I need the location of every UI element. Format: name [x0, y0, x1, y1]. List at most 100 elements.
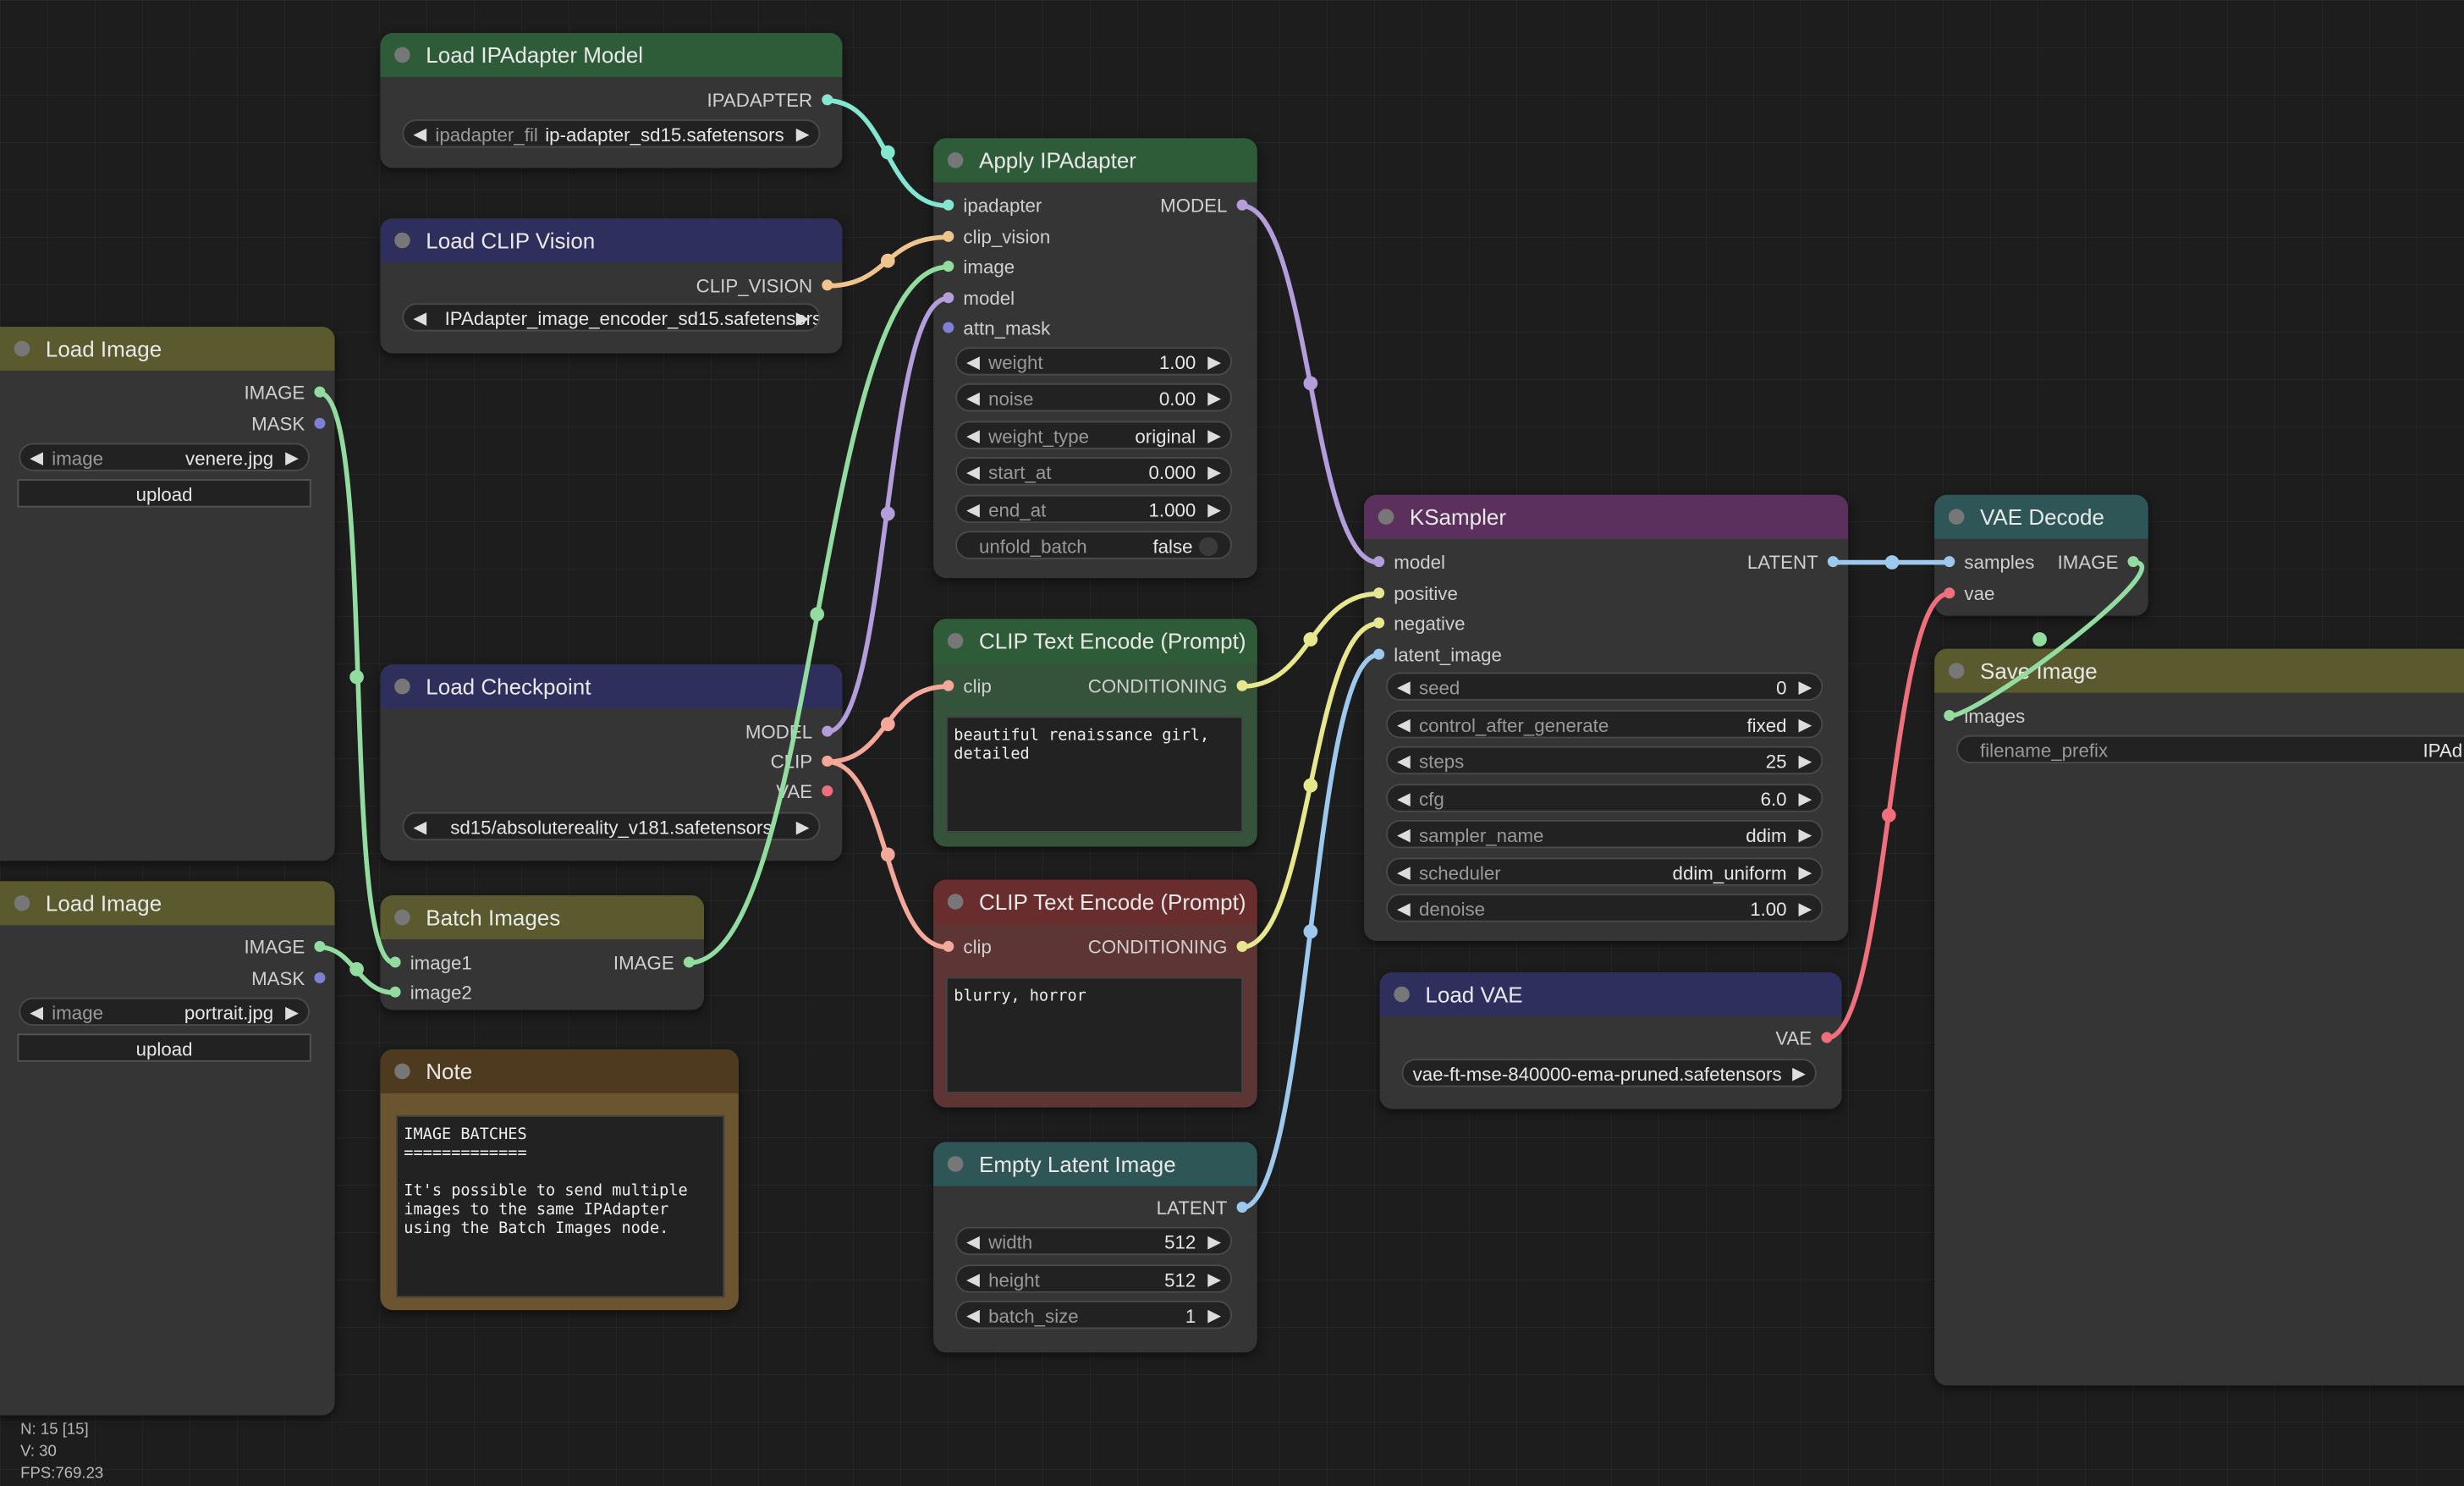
node-batch-images[interactable]: Batch Images image1 IMAGE image2	[380, 895, 705, 1010]
arrow-right-icon[interactable]: ▶	[795, 309, 810, 328]
node-note[interactable]: Note IMAGE BATCHES ============= It's po…	[380, 1048, 739, 1311]
input-samples[interactable]: samples	[1934, 547, 2034, 578]
collapse-dot-icon[interactable]	[394, 909, 410, 926]
input-positive[interactable]: positive	[1364, 578, 1458, 609]
noise-slider[interactable]: ◀ noise 0.00 ▶	[955, 383, 1233, 412]
clip-vision-file-combo[interactable]: ◀ IPAdapter_image_encoder_sd15.safetenso…	[402, 303, 821, 332]
denoise-slider[interactable]: ◀ denoise 1.00 ▶	[1386, 894, 1823, 922]
output-conditioning[interactable]: CONDITIONING	[1088, 671, 1257, 702]
arrow-left-icon[interactable]: ◀	[1397, 678, 1411, 698]
arrow-right-icon[interactable]: ▶	[1207, 1270, 1222, 1290]
image-file-combo[interactable]: ◀ image venere.jpg ▶	[19, 443, 310, 471]
socket-dot-icon[interactable]	[1236, 1202, 1248, 1214]
cfg-slider[interactable]: ◀ cfg 6.0 ▶	[1386, 784, 1823, 812]
arrow-right-icon[interactable]: ▶	[1207, 1307, 1222, 1326]
arrow-left-icon[interactable]: ◀	[966, 353, 980, 372]
seed-slider[interactable]: ◀ seed 0 ▶	[1386, 672, 1823, 701]
collapse-dot-icon[interactable]	[14, 895, 30, 911]
output-vae[interactable]: VAE	[1775, 1022, 1841, 1054]
arrow-left-icon[interactable]: ◀	[966, 463, 980, 482]
collapse-dot-icon[interactable]	[947, 152, 964, 168]
socket-dot-icon[interactable]	[1944, 710, 1955, 722]
arrow-right-icon[interactable]: ▶	[1207, 389, 1222, 409]
socket-dot-icon[interactable]	[1821, 1032, 1833, 1043]
arrow-right-icon[interactable]: ▶	[1798, 900, 1812, 919]
output-mask[interactable]: MASK	[251, 409, 334, 440]
node-empty-latent-image[interactable]: Empty Latent Image LATENT ◀ width 512 ▶ …	[933, 1142, 1257, 1353]
arrow-left-icon[interactable]: ◀	[966, 427, 980, 447]
height-slider[interactable]: ◀ height 512 ▶	[955, 1264, 1233, 1293]
batch-size-slider[interactable]: ◀ batch_size 1 ▶	[955, 1300, 1233, 1329]
prompt-textarea[interactable]: beautiful renaissance girl, detailed	[946, 716, 1244, 833]
upload-button[interactable]: upload	[17, 479, 311, 508]
socket-dot-icon[interactable]	[314, 417, 326, 429]
arrow-left-icon[interactable]: ◀	[966, 389, 980, 409]
arrow-right-icon[interactable]: ▶	[285, 1004, 299, 1023]
socket-dot-icon[interactable]	[1373, 556, 1385, 568]
arrow-left-icon[interactable]: ◀	[966, 1233, 980, 1252]
image-file-combo[interactable]: ◀ image portrait.jpg ▶	[19, 997, 310, 1026]
socket-dot-icon[interactable]	[1236, 680, 1248, 691]
arrow-right-icon[interactable]: ▶	[795, 818, 810, 838]
output-clip-vision[interactable]: CLIP_VISION	[696, 270, 843, 301]
node-header[interactable]: Save Image	[1934, 648, 2464, 693]
socket-dot-icon[interactable]	[1236, 940, 1248, 952]
sampler-name-combo[interactable]: ◀ sampler_name ddim ▶	[1386, 819, 1823, 849]
output-clip[interactable]: CLIP	[771, 746, 843, 778]
end-at-slider[interactable]: ◀ end_at 1.000 ▶	[955, 494, 1233, 524]
socket-dot-icon[interactable]	[822, 725, 833, 737]
arrow-right-icon[interactable]: ▶	[1798, 863, 1812, 883]
input-image2[interactable]: image2	[380, 977, 472, 1009]
arrow-right-icon[interactable]: ▶	[795, 125, 810, 145]
control-after-generate-combo[interactable]: ◀ control_after_generate fixed ▶	[1386, 710, 1823, 739]
output-model[interactable]: MODEL	[745, 716, 843, 747]
arrow-left-icon[interactable]: ◀	[1397, 900, 1411, 919]
collapse-dot-icon[interactable]	[1948, 509, 1965, 525]
socket-dot-icon[interactable]	[1373, 617, 1385, 629]
node-vae-decode[interactable]: VAE Decode samples IMAGE vae	[1934, 494, 2148, 616]
socket-dot-icon[interactable]	[683, 956, 695, 968]
output-vae[interactable]: VAE	[776, 776, 842, 807]
note-textarea[interactable]: IMAGE BATCHES ============= It's possibl…	[396, 1114, 725, 1298]
node-header[interactable]: CLIP Text Encode (Prompt)	[933, 879, 1257, 924]
arrow-left-icon[interactable]: ◀	[413, 818, 427, 838]
filename-prefix-input[interactable]: filename_prefix IPAd	[1956, 735, 2464, 764]
node-header[interactable]: Load Image	[0, 881, 335, 926]
collapse-dot-icon[interactable]	[394, 1063, 410, 1080]
input-clip[interactable]: clip	[933, 932, 992, 963]
node-header[interactable]: Load CLIP Vision	[380, 218, 843, 262]
node-header[interactable]: KSampler	[1364, 494, 1849, 539]
arrow-right-icon[interactable]: ▶	[1207, 353, 1222, 372]
socket-dot-icon[interactable]	[943, 261, 954, 272]
socket-dot-icon[interactable]	[314, 972, 326, 984]
collapse-dot-icon[interactable]	[394, 47, 410, 63]
input-clip[interactable]: clip	[933, 671, 992, 702]
arrow-right-icon[interactable]: ▶	[1792, 1065, 1806, 1084]
upload-button[interactable]: upload	[17, 1033, 311, 1062]
node-header[interactable]: VAE Decode	[1934, 494, 2148, 539]
arrow-left-icon[interactable]: ◀	[413, 125, 427, 145]
node-header[interactable]: Load VAE	[1379, 972, 1842, 1016]
unfold-batch-toggle[interactable]: unfold_batch false	[955, 531, 1233, 559]
node-header[interactable]: CLIP Text Encode (Prompt)	[933, 619, 1257, 663]
node-load-checkpoint[interactable]: Load Checkpoint MODEL CLIP VAE ◀ sd15/ab…	[380, 664, 843, 861]
input-negative[interactable]: negative	[1364, 608, 1466, 639]
input-image1[interactable]: image1	[380, 947, 472, 978]
arrow-left-icon[interactable]: ◀	[1397, 752, 1411, 772]
arrow-right-icon[interactable]: ▶	[1798, 716, 1812, 735]
node-header[interactable]: Note	[380, 1048, 739, 1093]
socket-dot-icon[interactable]	[1373, 648, 1385, 660]
socket-dot-icon[interactable]	[822, 94, 833, 106]
width-slider[interactable]: ◀ width 512 ▶	[955, 1226, 1233, 1256]
input-clip-vision[interactable]: clip_vision	[933, 222, 1050, 253]
node-load-ipadapter-model[interactable]: Load IPAdapter Model IPADAPTER ◀ ipadapt…	[380, 32, 843, 168]
collapse-dot-icon[interactable]	[1378, 509, 1394, 525]
output-image[interactable]: IMAGE	[244, 377, 334, 408]
arrow-left-icon[interactable]: ◀	[30, 1004, 44, 1023]
socket-dot-icon[interactable]	[822, 755, 833, 767]
weight-type-combo[interactable]: ◀ weight_type original ▶	[955, 421, 1233, 449]
socket-dot-icon[interactable]	[314, 386, 326, 398]
socket-dot-icon[interactable]	[943, 322, 954, 333]
arrow-left-icon[interactable]: ◀	[966, 501, 980, 520]
